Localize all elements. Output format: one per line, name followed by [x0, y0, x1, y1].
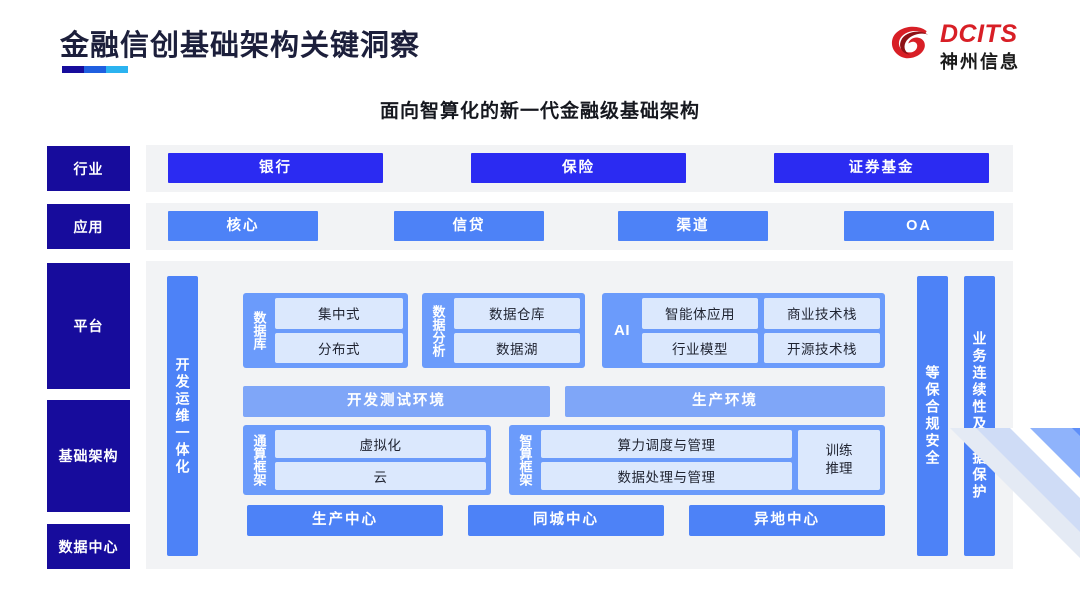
infra-group-intelligent-compute[interactable]: 智算框架 算力调度与管理 数据处理与管理 训练 推理: [509, 425, 885, 495]
application-button-label: 信贷: [452, 217, 486, 234]
group-row: 智能体应用 商业技术栈: [642, 298, 880, 329]
group-row: 数据处理与管理: [541, 462, 792, 490]
group-label-data-analytics: 数据分析: [430, 304, 446, 357]
brand-logo: DCITS 神州信息: [890, 18, 1050, 76]
datacenter-bar-label: 同城中心: [533, 512, 599, 529]
group-body: 算力调度与管理 数据处理与管理 训练 推理: [541, 430, 880, 490]
sidebar-item-datacenter[interactable]: 数据中心: [47, 524, 130, 569]
dcits-swirl-icon: [891, 26, 929, 59]
cell-opensource-tech-stack[interactable]: 开源技术栈: [764, 332, 880, 363]
sidebar-item-label: 行业: [73, 160, 104, 177]
cell-distributed[interactable]: 分布式: [275, 332, 403, 363]
cell-industry-model[interactable]: 行业模型: [642, 332, 758, 363]
datacenter-bar-label: 异地中心: [754, 512, 820, 529]
sidebar-item-application[interactable]: 应用: [47, 204, 130, 249]
env-bar-production[interactable]: 生产环境: [565, 386, 885, 417]
application-panel: 核心 信贷 渠道 OA: [146, 203, 1013, 250]
cell-commercial-tech-stack[interactable]: 商业技术栈: [764, 298, 880, 329]
application-button-label: 渠道: [676, 217, 710, 234]
datacenter-bar-production[interactable]: 生产中心: [247, 505, 443, 536]
group-row: 虚拟化: [275, 430, 486, 458]
rule-segment-3: [106, 66, 128, 73]
rule-segment-1: [62, 66, 84, 73]
sidebar-item-industry[interactable]: 行业: [47, 146, 130, 191]
cell-agent-application[interactable]: 智能体应用: [642, 298, 758, 329]
rail-label: 业务连续性及数据保护: [971, 331, 988, 501]
industry-button-label: 保险: [562, 159, 595, 176]
cell-cloud[interactable]: 云: [275, 462, 486, 490]
group-label-ai: AI: [614, 322, 630, 339]
industry-button-insurance[interactable]: 保险: [471, 153, 686, 183]
industry-button-label: 银行: [259, 159, 292, 176]
group-label-intelligent-compute: 智算框架: [517, 434, 533, 486]
cell-data-warehouse[interactable]: 数据仓库: [454, 298, 580, 329]
group-body: 虚拟化 云: [275, 430, 486, 490]
title-underline-rule: [62, 66, 128, 73]
group-row: 分布式: [275, 332, 403, 363]
logo-text-english: DCITS: [940, 20, 1018, 48]
cell-data-lake[interactable]: 数据湖: [454, 332, 580, 363]
logo-text-chinese: 神州信息: [940, 52, 1020, 72]
sidebar-item-label: 数据中心: [58, 538, 119, 555]
group-body: 集中式 分布式: [275, 298, 403, 363]
cell-data-processing[interactable]: 数据处理与管理: [541, 462, 792, 490]
group-row: 行业模型 开源技术栈: [642, 332, 880, 363]
env-bar-label: 开发测试环境: [347, 393, 446, 410]
page-title: 金融信创基础架构关键洞察: [60, 30, 421, 62]
rail-devops-integration[interactable]: 开发运维一体化: [167, 276, 198, 556]
platform-group-data-analytics[interactable]: 数据分析 数据仓库 数据湖: [422, 293, 585, 368]
rail-label: 开发运维一体化: [174, 356, 191, 476]
application-button-label: OA: [906, 217, 932, 234]
group-row: 数据湖: [454, 332, 580, 363]
group-row: 算力调度与管理: [541, 430, 792, 458]
env-bar-dev-test[interactable]: 开发测试环境: [243, 386, 550, 417]
rail-business-continuity[interactable]: 业务连续性及数据保护: [964, 276, 995, 556]
application-button-oa[interactable]: OA: [844, 211, 994, 241]
group-row: 云: [275, 462, 486, 490]
cell-virtualization[interactable]: 虚拟化: [275, 430, 486, 458]
industry-button-label: 证券基金: [848, 159, 915, 176]
group-row: 数据仓库: [454, 298, 580, 329]
datacenter-bar-label: 生产中心: [312, 512, 378, 529]
industry-button-securities-fund[interactable]: 证券基金: [774, 153, 989, 183]
platform-group-database[interactable]: 数据库 集中式 分布式: [243, 293, 408, 368]
env-bar-label: 生产环境: [692, 393, 758, 410]
group-row: 集中式: [275, 298, 403, 329]
cell-compute-scheduling[interactable]: 算力调度与管理: [541, 430, 792, 458]
industry-button-bank[interactable]: 银行: [168, 153, 383, 183]
cell-training-inference[interactable]: 训练 推理: [798, 430, 880, 490]
sidebar-item-label: 基础架构: [58, 448, 119, 464]
application-button-label: 核心: [226, 217, 260, 234]
rule-segment-2: [84, 66, 106, 73]
application-button-core[interactable]: 核心: [168, 211, 318, 241]
sidebar-item-platform[interactable]: 平台: [47, 263, 130, 389]
sidebar-item-label: 应用: [73, 218, 104, 235]
sidebar-item-infrastructure[interactable]: 基础架构: [47, 400, 130, 512]
platform-group-ai[interactable]: AI 智能体应用 商业技术栈 行业模型 开源技术栈: [602, 293, 885, 368]
slide-header: 金融信创基础架构关键洞察 DCITS 神州信息: [0, 0, 1080, 92]
diagram-subtitle: 面向智算化的新一代金融级基础架构: [379, 101, 700, 122]
group-body: 智能体应用 商业技术栈 行业模型 开源技术栈: [642, 298, 880, 363]
rail-label: 等保合规安全: [924, 365, 941, 467]
industry-panel: 银行 保险 证券基金: [146, 145, 1013, 192]
cell-centralized[interactable]: 集中式: [275, 298, 403, 329]
application-button-credit[interactable]: 信贷: [394, 211, 544, 241]
group-body: 数据仓库 数据湖: [454, 298, 580, 363]
infra-group-general-compute[interactable]: 通算框架 虚拟化 云: [243, 425, 491, 495]
datacenter-bar-remote[interactable]: 异地中心: [689, 505, 885, 536]
group-label-general-compute: 通算框架: [251, 434, 267, 486]
datacenter-bar-metro[interactable]: 同城中心: [468, 505, 664, 536]
application-button-channel[interactable]: 渠道: [618, 211, 768, 241]
rail-compliance-security[interactable]: 等保合规安全: [917, 276, 948, 556]
group-label-database: 数据库: [251, 311, 267, 350]
stripe-6: [1022, 428, 1080, 608]
sidebar-item-label: 平台: [73, 318, 104, 334]
